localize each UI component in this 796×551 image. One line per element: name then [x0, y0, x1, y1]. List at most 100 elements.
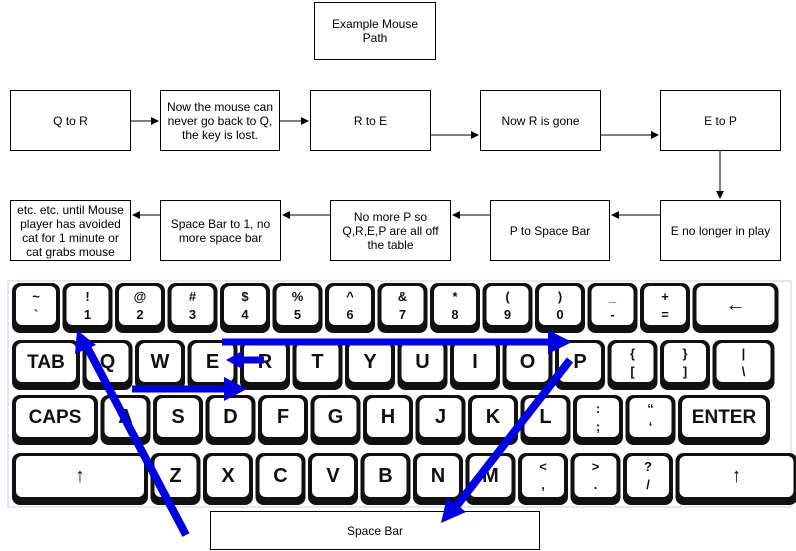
key-label: ENTER [692, 407, 757, 428]
key-upper-char: + [661, 289, 669, 304]
step-q-to-r: Q to R [10, 90, 131, 151]
key-lower-char: ; [596, 419, 600, 434]
key-label: E [206, 351, 219, 373]
key-upper-char: { [630, 346, 635, 361]
key-2-10: :; [573, 395, 623, 445]
key-0-5: %5 [272, 283, 323, 333]
key-3-3: C [255, 453, 306, 505]
key-1-2: W [135, 340, 185, 390]
key-2-5: G [310, 395, 361, 445]
key-upper-char: & [398, 289, 407, 304]
key-lower-char: 0 [556, 307, 563, 322]
key-lower-char: 8 [451, 307, 458, 322]
key-1-0: TAB [12, 340, 80, 390]
key-label: I [472, 351, 478, 373]
key-label: Z [169, 465, 181, 487]
key-2-9: L [520, 395, 571, 445]
key-label: CAPS [29, 407, 82, 428]
key-label: K [486, 406, 501, 428]
key-label: V [326, 465, 340, 487]
key-upper-char: ? [644, 459, 652, 474]
key-2-0: CAPS [12, 395, 98, 445]
key-upper-char: ) [558, 289, 562, 304]
key-upper-char: < [539, 459, 547, 474]
key-label: P [573, 351, 586, 373]
key-2-1: A [100, 395, 151, 445]
key-0-9: (9 [482, 283, 533, 333]
key-1-6: Y [345, 340, 395, 390]
key-label: Q [100, 351, 116, 373]
keyboard-frame [7, 280, 792, 508]
key-3-4: V [308, 453, 358, 505]
key-label: ← [726, 294, 746, 316]
key-upper-char: > [592, 459, 600, 474]
key-label: ↑ [732, 465, 742, 487]
key-2-2: S [153, 395, 203, 445]
key-lower-char: [ [630, 364, 635, 379]
key-lower-char: , [541, 477, 545, 492]
key-1-11: {[ [607, 340, 658, 390]
key-label: M [482, 465, 499, 487]
key-label: O [520, 351, 536, 373]
key-0-4: $4 [220, 283, 270, 333]
key-2-12: ENTER [678, 395, 770, 445]
key-0-7: &7 [377, 283, 428, 333]
key-2-6: H [363, 395, 413, 445]
step-r-to-e: R to E [310, 90, 431, 151]
key-3-7: M [465, 453, 516, 505]
key-label: ↑ [75, 465, 85, 487]
key-upper-char: | [742, 346, 746, 361]
step-p-to-space: P to Space Bar [490, 200, 610, 261]
key-lower-char: 7 [399, 307, 406, 322]
key-lower-char: - [610, 307, 614, 322]
key-label: W [151, 351, 170, 373]
step-q-lost: Now the mouse can never go back to Q, th… [160, 90, 280, 151]
step-r-gone: Now R is gone [480, 90, 601, 151]
key-label: A [118, 406, 132, 428]
key-upper-char: $ [241, 289, 249, 304]
step-e-to-p: E to P [660, 90, 781, 151]
key-lower-char: ] [683, 364, 687, 379]
key-label: TAB [27, 352, 65, 373]
key-1-13: |\ [712, 340, 775, 390]
key-upper-char: : [596, 401, 600, 416]
key-1-12: }] [660, 340, 710, 390]
key-0-1: !1 [62, 283, 113, 333]
spacebar-label-box: Space Bar [210, 511, 540, 550]
key-3-2: X [203, 453, 253, 505]
key-upper-char: * [452, 289, 458, 304]
key-1-7: U [397, 340, 448, 390]
key-0-10: )0 [535, 283, 585, 333]
key-label: S [171, 406, 184, 428]
key-1-5: T [292, 340, 343, 390]
step-no-more-p: No more P so Q,R,E,P are all off the tab… [330, 200, 451, 261]
key-lower-char: 1 [84, 307, 91, 322]
key-lower-char: 5 [294, 307, 301, 322]
key-label: X [221, 465, 235, 487]
step-until-end: etc. etc. until Mouse player has avoided… [10, 200, 131, 261]
key-label: G [328, 406, 344, 428]
key-3-0: ↑ [12, 453, 148, 505]
key-lower-char: 6 [346, 307, 353, 322]
key-0-3: #3 [167, 283, 218, 333]
key-lower-char: . [594, 477, 598, 492]
key-3-10: ?/ [623, 453, 673, 505]
key-1-10: P [555, 340, 605, 390]
key-label: L [539, 406, 551, 428]
key-2-3: D [205, 395, 256, 445]
key-3-6: N [413, 453, 463, 505]
key-0-11: _- [587, 283, 638, 333]
key-1-9: O [502, 340, 553, 390]
key-lower-char: 3 [189, 307, 196, 322]
key-lower-char: 2 [136, 307, 143, 322]
key-0-12: += [640, 283, 690, 333]
key-0-2: @2 [115, 283, 165, 333]
key-3-11: ↑ [675, 453, 796, 505]
key-upper-char: # [189, 289, 197, 304]
key-1-8: I [450, 340, 500, 390]
key-label: H [381, 406, 395, 428]
key-upper-char: _ [608, 289, 617, 304]
key-2-7: J [415, 395, 466, 445]
key-1-3: E [187, 340, 238, 390]
